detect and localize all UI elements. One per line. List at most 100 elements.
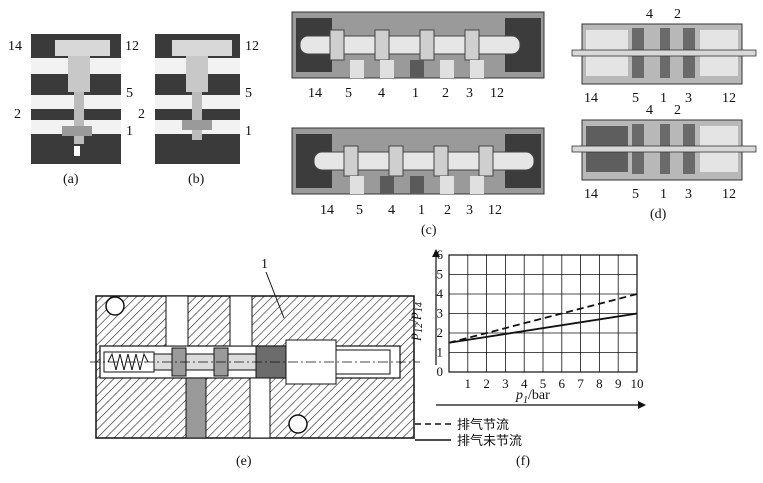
series-line-solid	[448, 312, 638, 344]
port-d1-3: 3	[685, 91, 692, 106]
panel-c-bottom-port-2	[440, 176, 454, 194]
port-c2-2: 2	[444, 203, 451, 218]
y-tick-4: 4	[437, 286, 444, 301]
port-b-12: 12	[245, 39, 259, 54]
x-tick-5: 5	[540, 376, 547, 391]
panel-c-top-land-3	[419, 29, 435, 61]
port-b-5: 5	[245, 86, 252, 101]
panel-a-piston	[55, 40, 110, 56]
panel-e-port-bottom-2	[249, 377, 271, 439]
legend-dashed-label: 排气节流	[457, 417, 509, 433]
port-c1-1: 1	[412, 86, 419, 101]
port-c1-2: 2	[442, 86, 449, 101]
port-c2-4: 4	[388, 203, 395, 218]
x-tick-8: 8	[596, 376, 603, 391]
port-c2-1: 1	[418, 203, 425, 218]
port-a-1: 1	[126, 124, 133, 139]
y-tick-6: 6	[437, 247, 444, 262]
panel-e-leader	[265, 271, 285, 319]
port-c1-3: 3	[466, 86, 473, 101]
panel-c-top-port-5	[350, 60, 364, 78]
panel-e-bolt-hole-right	[288, 414, 308, 434]
caption-d: (d)	[650, 207, 667, 222]
panel-d-top-rod	[571, 49, 757, 57]
panel-b-seal	[182, 120, 212, 130]
panel-c-bottom-port-3	[470, 176, 484, 194]
caption-a: (a)	[63, 172, 79, 187]
port-d2-4: 4	[646, 103, 653, 118]
y-tick-3: 3	[437, 306, 444, 321]
port-d2-5: 5	[632, 187, 639, 202]
y-axis-label: p12/p14	[407, 302, 425, 341]
port-b-1: 1	[245, 124, 252, 139]
panel-b: 12 2 5 1 (b)	[138, 34, 259, 187]
panel-a-stem	[68, 56, 90, 92]
port-d1-1: 1	[660, 91, 667, 106]
y-tick-5: 5	[437, 267, 444, 282]
x-tick-7: 7	[577, 376, 584, 391]
panel-e-port-bottom-1	[185, 377, 207, 439]
port-d2-2: 2	[674, 103, 681, 118]
port-d1-14: 14	[584, 91, 598, 106]
x-tick-9: 9	[615, 376, 622, 391]
panel-b-rod	[192, 92, 202, 140]
y-tick-0: 0	[437, 364, 444, 379]
panel-b-piston	[172, 40, 232, 56]
y-tick-1: 1	[437, 345, 444, 360]
panel-b-stem	[186, 56, 208, 92]
port-a-12: 12	[125, 39, 139, 54]
panel-c-bottom-labels: 14 5 4 1 2 3 12	[320, 203, 502, 218]
panel-c-bottom-port-5	[350, 176, 364, 194]
panel-c-top-port-4	[380, 60, 394, 78]
panel-c-top-land-1	[329, 29, 345, 61]
x-tick-3: 3	[502, 376, 509, 391]
port-c2-3: 3	[466, 203, 473, 218]
x-tick-4: 4	[521, 376, 528, 391]
port-d2-14: 14	[584, 187, 598, 202]
port-a-5: 5	[126, 86, 133, 101]
panel-c-top-port-1	[410, 60, 424, 78]
y-axis-arrowhead	[432, 249, 440, 257]
port-d2-3: 3	[685, 187, 692, 202]
panel-c-top-port-2	[440, 60, 454, 78]
port-d2-1: 1	[660, 187, 667, 202]
panel-c-bottom-land-4	[478, 145, 494, 177]
panel-d-bottom: 4 2 14 5 1 3 12	[571, 103, 757, 202]
panel-c-bottom-port-1	[410, 176, 424, 194]
port-d2-12: 12	[722, 187, 736, 202]
panel-e-port-top-2	[229, 295, 253, 347]
chart-series	[448, 293, 638, 344]
panel-c-top-labels: 14 5 4 1 2 3 12	[308, 86, 504, 101]
panel-a-exhaust	[74, 146, 80, 156]
port-c1-5: 5	[345, 86, 352, 101]
panel-e: 1	[90, 257, 420, 439]
panel-c-top-port-3	[470, 60, 484, 78]
panel-c-top	[291, 11, 545, 79]
y-tick-2: 2	[437, 325, 444, 340]
panel-c-top-land-4	[464, 29, 480, 61]
port-c2-14: 14	[320, 203, 334, 218]
port-c1-14: 14	[308, 86, 322, 101]
port-d1-5: 5	[632, 91, 639, 106]
chart-grid	[448, 254, 638, 373]
panel-a: 14 12 5 2 1 (a)	[8, 34, 139, 187]
port-a-2: 2	[14, 107, 21, 122]
panel-e-port-top-1	[165, 295, 189, 347]
port-c1-4: 4	[378, 86, 385, 101]
caption-c: (c)	[421, 223, 437, 238]
legend-solid-label: 排气未节流	[457, 433, 522, 449]
panel-c-bottom-land-2	[388, 145, 404, 177]
label-e-1: 1	[261, 257, 268, 272]
panel-a-rod	[74, 92, 84, 144]
caption-e: (e)	[236, 454, 252, 469]
port-a-14: 14	[8, 39, 22, 54]
panel-d-bottom-rod	[571, 145, 757, 153]
panel-d-top: 4 2 14 5 1 3 12	[571, 7, 757, 106]
port-d1-12: 12	[722, 91, 736, 106]
x-tick-10: 10	[631, 376, 644, 391]
panel-c-bottom-port-4	[380, 176, 394, 194]
x-tick-6: 6	[559, 376, 566, 391]
